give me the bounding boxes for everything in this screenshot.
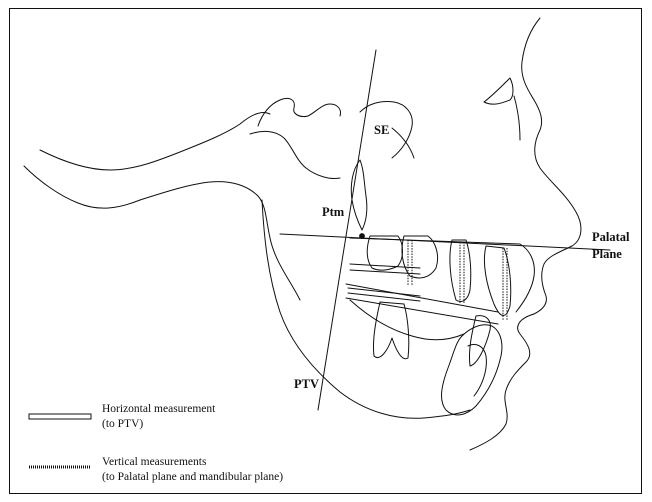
ptm-point: [360, 234, 365, 239]
ptv-line: [318, 50, 376, 410]
pterygomaxillary-fissure: [351, 160, 367, 230]
legend-horizontal-text-line1: Horizontal measurement: [102, 402, 215, 416]
symphysis-inner: [468, 344, 486, 396]
ptm-label: Ptm: [322, 206, 344, 220]
vertical-measurement-marks: [408, 240, 507, 320]
legend-symbols: [29, 414, 91, 467]
upper-lip-profile: [534, 246, 572, 314]
frontal-profile: [522, 18, 581, 246]
lower-molar: [373, 302, 408, 359]
legend-horizontal-text-line2: (to PTV): [102, 417, 143, 431]
cranial-base-outline: [24, 166, 300, 300]
sphenoid-outline: [250, 131, 340, 178]
legend-horizontal-symbol: [29, 414, 91, 419]
occlusal-line: [346, 284, 498, 312]
legend-vertical-text-line2: (to Palatal plane and mandibular plane): [102, 470, 283, 484]
skull-base-upper: [40, 112, 270, 170]
palatal-plane-label-line1: Palatal: [592, 231, 630, 245]
ptv-label: PTV: [294, 378, 319, 392]
palatal-plane-label-line2: Plane: [592, 248, 622, 262]
se-label: SE: [374, 124, 389, 138]
sella-outline: [258, 98, 341, 126]
palatal-plane-line: [280, 234, 610, 250]
legend-vertical-text-line1: Vertical measurements: [102, 455, 206, 469]
lower-lip-profile: [470, 314, 534, 450]
lower-incisor: [469, 316, 490, 366]
upper-molar-2: [402, 236, 438, 278]
nasal-inner: [514, 96, 520, 140]
upper-premolar: [450, 240, 471, 302]
nasal-bone: [484, 78, 513, 104]
